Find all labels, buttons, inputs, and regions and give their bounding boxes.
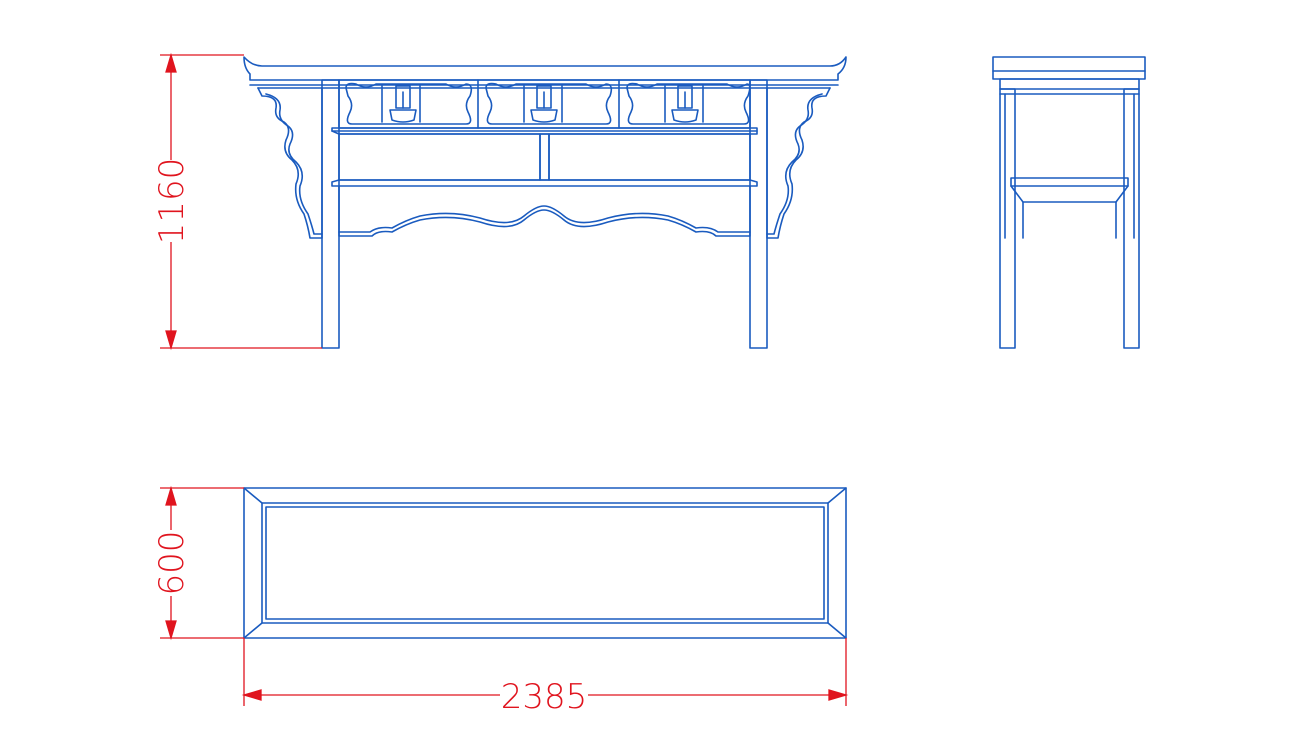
drawer-1-handle-pull (389, 109, 417, 123)
plan-view (243, 487, 847, 639)
height-dimension-label: 1160 (152, 158, 192, 245)
dimension-width (241, 638, 849, 706)
height-arrow-bottom (165, 330, 177, 351)
plan-miter-tl (243, 487, 263, 504)
front-scalloped-apron-inner (338, 205, 751, 233)
dimension-depth (160, 485, 244, 641)
side-stretcher (1010, 177, 1129, 203)
front-left-spandrel-inner (265, 93, 323, 235)
side-leg-left (999, 88, 1016, 349)
front-top-board (243, 56, 847, 81)
plan-outer-edge (243, 487, 847, 639)
plan-panel (265, 506, 825, 620)
front-lower-rail (331, 179, 758, 187)
depth-arrow-top (165, 485, 177, 506)
drawer-2-handle-pull (530, 109, 558, 123)
width-arrow-left (241, 689, 262, 701)
side-apron (999, 78, 1140, 90)
front-right-spandrel (766, 87, 831, 239)
front-scalloped-apron (338, 185, 751, 237)
drawer-3-handle-pull (671, 109, 699, 123)
width-arrow-right (828, 689, 849, 701)
front-middle-panel-left (338, 133, 541, 181)
plan-miter-tr (827, 487, 847, 504)
front-leg-right (749, 79, 768, 349)
depth-arrow-bottom (165, 620, 177, 641)
dimension-height (160, 52, 322, 351)
plan-miter-bl (243, 622, 263, 639)
drawer-1-panel (345, 82, 473, 125)
front-right-spandrel-inner (766, 93, 823, 235)
side-top-board (992, 56, 1146, 80)
front-leg-left (321, 79, 340, 349)
depth-dimension-label: 600 (152, 531, 192, 596)
front-middle-post (539, 133, 550, 181)
drawer-3-panel (626, 82, 751, 125)
front-left-spandrel (257, 87, 323, 239)
front-middle-panel-right (548, 133, 751, 181)
front-elevation (243, 56, 847, 349)
height-arrow-top (165, 52, 177, 73)
drawer-2-panel (485, 82, 613, 125)
plan-miter-br (827, 622, 847, 639)
width-dimension-label: 2385 (501, 677, 588, 717)
side-leg-right (1123, 88, 1140, 349)
side-elevation (992, 56, 1146, 349)
plan-frame-inner (261, 502, 829, 624)
